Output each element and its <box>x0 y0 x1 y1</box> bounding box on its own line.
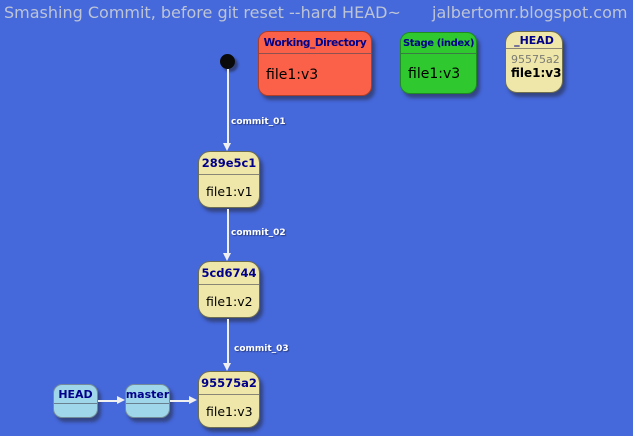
ref-node-head: HEAD <box>53 384 98 418</box>
arrowhead-down-icon <box>223 143 231 151</box>
file-value: file1:v3 <box>408 65 461 82</box>
file-value: file1:v3 <box>266 66 319 83</box>
file-value: file1:v3 <box>206 403 253 419</box>
commit-hash: 95575a2 <box>511 53 560 66</box>
state-body: file1:v1 <box>199 174 259 207</box>
edge-label-commit-03: commit_03 <box>234 344 289 354</box>
edge-label-commit-02: commit_02 <box>231 228 286 238</box>
state-body: file1:v3 <box>259 53 371 95</box>
commit-node-289e5c1: 289e5c1 file1:v1 <box>198 151 260 208</box>
state-body <box>54 403 97 417</box>
state-head: _HEAD 95575a2 file1:v3 <box>505 31 563 93</box>
state-title: Working_Directory <box>263 36 367 49</box>
ref-label: HEAD <box>58 387 93 401</box>
initial-state-dot <box>220 54 235 69</box>
edge-label-commit-01: commit_01 <box>231 117 286 127</box>
edge-commit-01-line <box>227 69 229 143</box>
site-caption: jalbertomr.blogspot.com <box>432 3 628 22</box>
state-body: file1:v2 <box>199 284 259 317</box>
commit-hash: 5cd6744 <box>201 266 257 280</box>
file-value: file1:v1 <box>206 183 253 199</box>
file-value: file1:v2 <box>206 293 253 309</box>
edge-commit-03-line <box>227 319 229 363</box>
commit-hash: 95575a2 <box>201 376 257 390</box>
page-title: Smashing Commit, before git reset --hard… <box>4 3 401 22</box>
state-title: Stage (index) <box>402 37 475 49</box>
arrowhead-right-icon <box>189 396 197 404</box>
state-body <box>126 403 169 417</box>
edge-master-commit-line <box>170 400 189 402</box>
file-value: file1:v3 <box>511 66 562 80</box>
state-working-directory: Working_Directory file1:v3 <box>258 31 372 96</box>
ref-label: master <box>125 387 170 401</box>
commit-hash: 289e5c1 <box>201 156 257 170</box>
state-body: 95575a2 file1:v3 <box>506 48 562 92</box>
state-body: file1:v3 <box>401 53 476 93</box>
commit-node-5cd6744: 5cd6744 file1:v2 <box>198 261 260 318</box>
state-title: _HEAD <box>514 33 554 47</box>
edge-commit-02-line <box>227 209 229 254</box>
state-stage-index: Stage (index) file1:v3 <box>400 32 477 94</box>
ref-node-master: master <box>125 384 170 418</box>
state-body: file1:v3 <box>199 394 259 427</box>
edge-head-master-line <box>98 400 117 402</box>
arrowhead-down-icon <box>223 253 231 261</box>
arrowhead-right-icon <box>117 396 125 404</box>
commit-node-95575a2: 95575a2 file1:v3 <box>198 371 260 428</box>
arrowhead-down-icon <box>223 363 231 371</box>
